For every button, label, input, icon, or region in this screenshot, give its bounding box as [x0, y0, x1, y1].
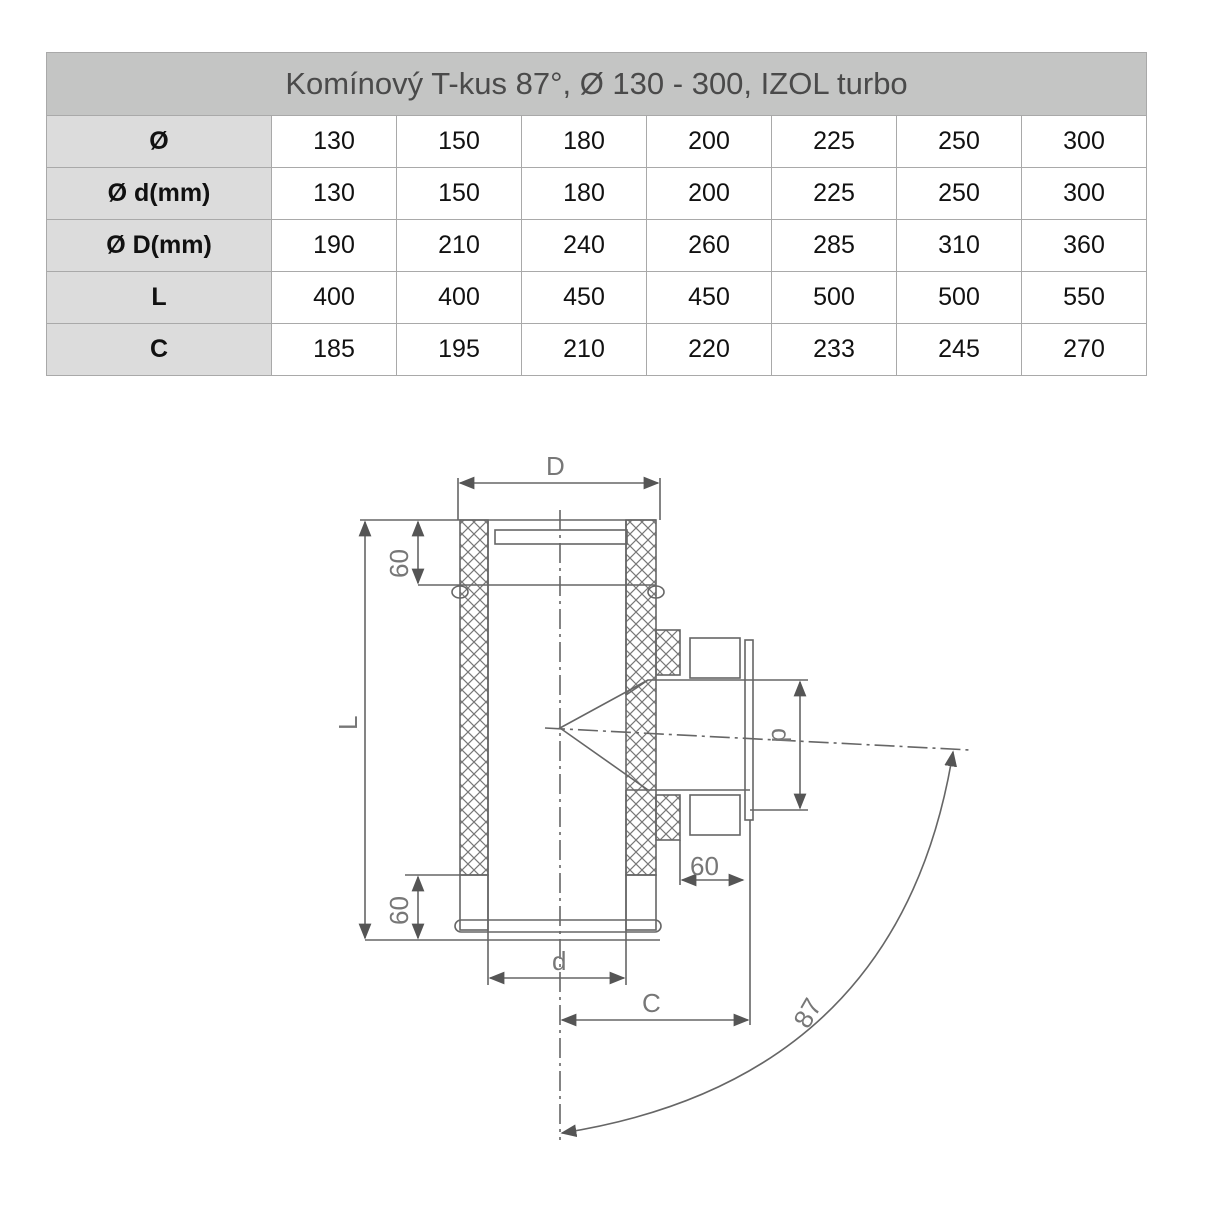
insulation-left: [459, 519, 489, 876]
table-cell: 195: [396, 323, 522, 376]
table-cell: 220: [646, 323, 772, 376]
table-cell: 245: [896, 323, 1022, 376]
table-cell: 450: [521, 271, 647, 324]
table-cell: 200: [646, 115, 772, 168]
table-cell: 180: [521, 115, 647, 168]
table-cell: 225: [771, 167, 897, 220]
table-cell: 260: [646, 219, 772, 272]
table-cell: 400: [271, 271, 397, 324]
table-cell: 233: [771, 323, 897, 376]
table-cell: 300: [1021, 167, 1147, 220]
label-L: L: [333, 716, 363, 730]
label-60-branch: 60: [690, 851, 719, 881]
table-cell: 150: [396, 115, 522, 168]
table-cell: 270: [1021, 323, 1147, 376]
dimensions-table: Komínový T-kus 87°, Ø 130 - 300, IZOL tu…: [46, 52, 1147, 376]
table-title: Komínový T-kus 87°, Ø 130 - 300, IZOL tu…: [46, 52, 1147, 116]
row-header: Ø: [46, 115, 272, 168]
label-60-top: 60: [384, 549, 414, 578]
label-d-bottom: d: [552, 946, 566, 976]
label-d-branch: d: [766, 728, 796, 742]
table-cell: 200: [646, 167, 772, 220]
table-cell: 285: [771, 219, 897, 272]
table-cell: 500: [896, 271, 1022, 324]
row-header: C: [46, 323, 272, 376]
table-cell: 240: [521, 219, 647, 272]
table-cell: 210: [396, 219, 522, 272]
table-cell: 250: [896, 167, 1022, 220]
table-cell: 400: [396, 271, 522, 324]
table-cell: 185: [271, 323, 397, 376]
table-cell: 210: [521, 323, 647, 376]
row-header: Ø D(mm): [46, 219, 272, 272]
insulation-right: [625, 519, 657, 876]
label-60-bottom: 60: [384, 896, 414, 925]
label-C: C: [642, 988, 661, 1018]
table-cell: 180: [521, 167, 647, 220]
table-cell: 500: [771, 271, 897, 324]
label-angle: 87: [787, 993, 827, 1033]
label-D: D: [546, 451, 565, 481]
table-cell: 150: [396, 167, 522, 220]
table-cell: 250: [896, 115, 1022, 168]
table-cell: 130: [271, 167, 397, 220]
